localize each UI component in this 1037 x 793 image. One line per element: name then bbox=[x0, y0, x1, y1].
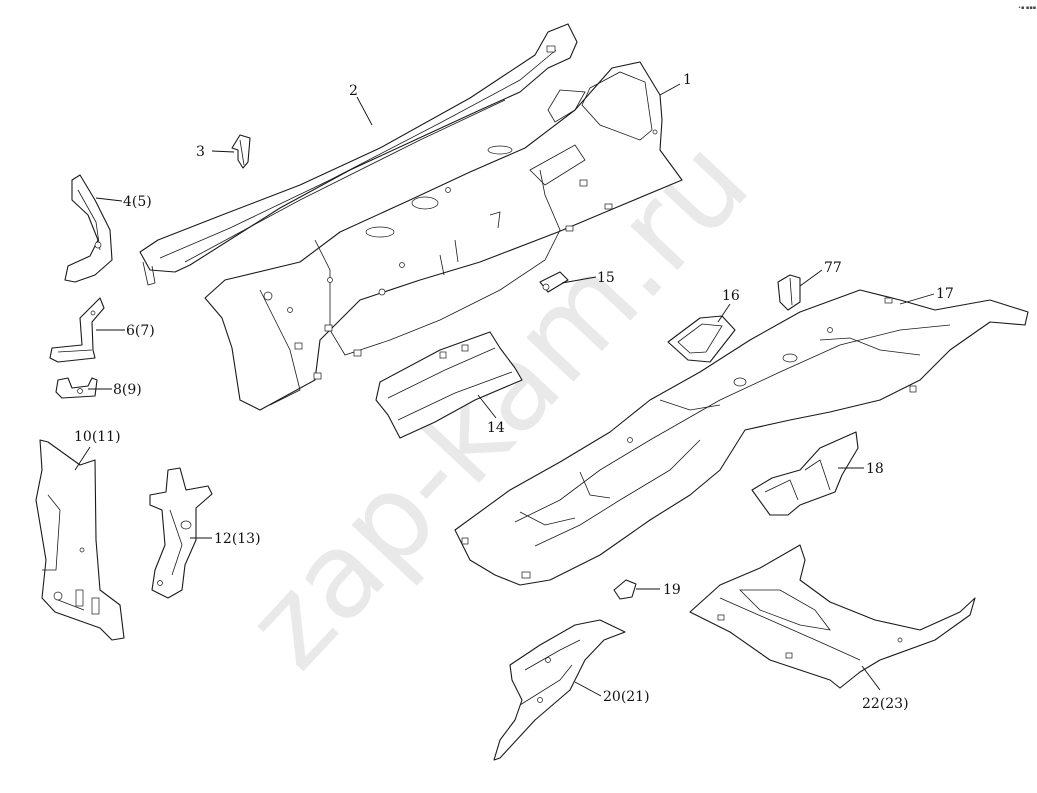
part-3-bracket[interactable] bbox=[231, 134, 251, 169]
label-16: 16 bbox=[722, 288, 740, 304]
label-8-9: 8(9) bbox=[113, 382, 142, 398]
part-17-floor-pan[interactable] bbox=[454, 289, 1029, 586]
part-20-rear-pillar[interactable] bbox=[493, 619, 626, 761]
part-4-side-bracket[interactable] bbox=[64, 174, 113, 283]
label-10-11: 10(11) bbox=[74, 429, 121, 445]
part-15-clip[interactable] bbox=[539, 271, 569, 293]
label-17: 17 bbox=[936, 286, 954, 302]
label-1: 1 bbox=[683, 72, 692, 88]
part-12-reinforcement[interactable] bbox=[149, 467, 213, 599]
part-1-dash-panel[interactable] bbox=[204, 61, 683, 411]
part-2-cowl-panel[interactable] bbox=[139, 23, 578, 286]
label-4-5: 4(5) bbox=[123, 194, 152, 210]
label-18: 18 bbox=[866, 461, 884, 477]
label-6-7: 6(7) bbox=[126, 323, 155, 339]
label-12-13: 12(13) bbox=[214, 531, 261, 547]
part-14-cross-member[interactable] bbox=[375, 331, 523, 439]
label-2: 2 bbox=[349, 83, 358, 99]
part-10-pillar-panel[interactable] bbox=[35, 439, 125, 641]
part-19-plate[interactable] bbox=[613, 579, 637, 600]
label-20-21: 20(21) bbox=[603, 689, 650, 705]
label-15: 15 bbox=[597, 270, 615, 286]
leader-lines bbox=[74, 83, 935, 697]
part-77-bracket[interactable] bbox=[777, 274, 801, 311]
part-6-bracket[interactable] bbox=[49, 297, 105, 363]
part-22-rear-floor[interactable] bbox=[689, 544, 976, 689]
label-3: 3 bbox=[196, 144, 205, 160]
label-19: 19 bbox=[663, 582, 681, 598]
callout-labels: 1 2 3 4(5) 6(7) 8(9) 10(11) 12(13) 14 15… bbox=[74, 72, 954, 712]
part-16-cover-plate[interactable] bbox=[667, 315, 736, 363]
label-77: 77 bbox=[824, 260, 842, 276]
corner-mark: •▪ ▪▪▪ bbox=[1018, 5, 1036, 11]
part-18-bracket[interactable] bbox=[751, 431, 859, 516]
label-14: 14 bbox=[487, 420, 505, 436]
label-22-23: 22(23) bbox=[862, 696, 909, 712]
part-8-clip[interactable] bbox=[55, 377, 98, 399]
